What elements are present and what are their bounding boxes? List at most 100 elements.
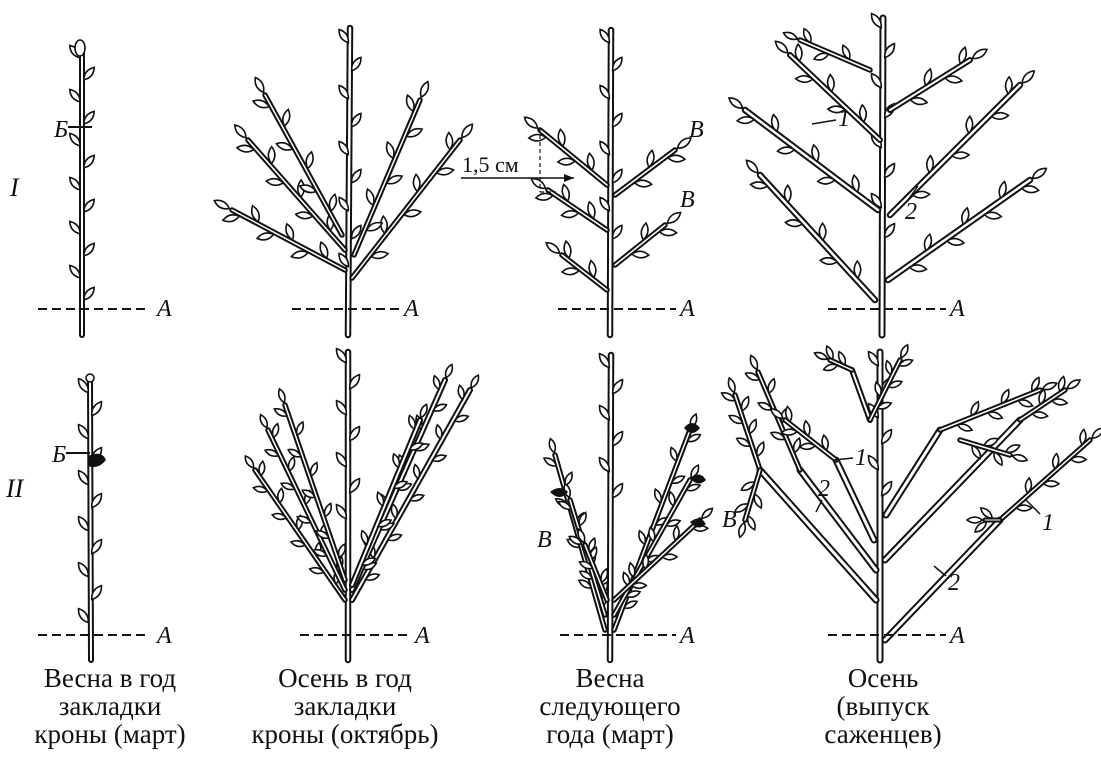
bud-icon [86, 374, 94, 382]
leaf-icon [885, 164, 895, 178]
leaf-icon [70, 89, 80, 101]
leaf-icon [361, 531, 367, 545]
leaf-icon [562, 268, 579, 275]
stem [352, 140, 460, 278]
stage-caption: Осень в год закладки кроны (октябрь) [220, 664, 470, 748]
leaf-icon [279, 389, 285, 403]
branch-number-2: 2 [948, 570, 960, 596]
leaf-icon [973, 49, 987, 58]
leaf-icon [434, 376, 440, 390]
leaf-icon [525, 117, 538, 128]
leaf-icon [629, 563, 635, 577]
leaf-icon [775, 41, 787, 53]
leaf-icon [260, 415, 267, 428]
leaf-icon [739, 523, 745, 538]
leaf-icon [268, 147, 275, 164]
leaf-icon [306, 152, 313, 169]
leaf-icon [947, 239, 964, 246]
leaf-icon [796, 76, 813, 83]
branch-number-1: 1 [1042, 510, 1054, 536]
stem [800, 40, 870, 70]
caption-line: закладки [220, 692, 470, 720]
leaf-icon [70, 177, 80, 189]
leaf-icon [785, 185, 792, 202]
cut-label: Б [53, 117, 68, 143]
leaf-icon [663, 554, 677, 560]
leaf-icon [783, 32, 797, 39]
level-label: A [678, 296, 695, 322]
leaf-icon [84, 155, 94, 167]
leaf-icon [549, 439, 555, 453]
leaf-icon [824, 364, 838, 370]
leaf-icon [702, 508, 713, 518]
stem [745, 470, 760, 520]
leaf-icon [387, 142, 394, 158]
leaf-icon [613, 380, 623, 394]
stem [610, 30, 611, 335]
leaf-icon [818, 177, 835, 184]
leaf-icon [273, 424, 279, 438]
leaf-icon [613, 169, 622, 182]
leaf-icon [966, 116, 973, 133]
leaf-icon [531, 179, 545, 189]
leaf-icon [235, 125, 246, 138]
stem [758, 372, 800, 470]
leaf-icon [245, 456, 253, 468]
branch-number-1: 1 [838, 106, 850, 132]
leaf-icon [92, 402, 102, 416]
leaf-icon [981, 508, 992, 518]
ground-levels [38, 309, 946, 635]
caption-line: закладки [0, 692, 235, 720]
branch-number-2: 2 [905, 199, 917, 225]
leaf-icon [558, 158, 575, 165]
stage-caption: Весна в год закладки кроны (март) [0, 664, 235, 748]
bud-icon [684, 423, 700, 433]
stem [548, 190, 607, 230]
leaf-icon [1013, 455, 1028, 461]
leaf-icon [958, 424, 972, 431]
leaf-icon [748, 516, 755, 530]
leaf-icon [613, 225, 622, 238]
leaf-icon [297, 422, 304, 435]
leaf-icon [742, 397, 749, 411]
leaf-icon [79, 563, 89, 577]
leaf-icon [462, 124, 472, 137]
level-label: A [155, 623, 172, 649]
leaf-icon [984, 212, 1001, 219]
leaf-icon [674, 526, 680, 540]
stem [870, 360, 900, 420]
leaf-icon [1092, 428, 1101, 438]
leaf-icon [352, 169, 361, 182]
branch-number-1: 1 [855, 445, 867, 471]
leaf-icon [643, 554, 649, 568]
leaf-icon [668, 155, 685, 162]
leaf-icon [311, 463, 318, 476]
leaf-icon [613, 113, 622, 126]
stem [540, 130, 607, 185]
stem [90, 378, 91, 660]
stem [886, 430, 940, 515]
leaf-icon [84, 199, 94, 211]
leaf-icon [655, 489, 661, 502]
leaf-icon [815, 353, 828, 360]
branch-number-2: 2 [818, 476, 830, 502]
caption-line: (выпуск [758, 692, 1008, 720]
stage-caption: Весна следующего года (март) [485, 664, 735, 748]
leaf-icon [259, 461, 265, 475]
leaf-icon [339, 544, 346, 557]
second-cut-label: В [537, 527, 552, 553]
cut-label: Б [51, 442, 66, 468]
leaf-icon [910, 98, 927, 105]
leaf-icon [777, 147, 794, 154]
leaf-icon [1052, 399, 1067, 405]
leaf-icon [1071, 457, 1086, 463]
level-label: A [948, 296, 965, 322]
bud-icon [88, 454, 106, 467]
leaf-icon [84, 287, 94, 299]
leaf-icon [255, 77, 264, 92]
leaf-icon [325, 503, 332, 516]
stem [615, 150, 675, 195]
leaf-icon [988, 412, 1002, 419]
leaf-icon [257, 233, 273, 240]
leaf-icon [749, 419, 756, 433]
